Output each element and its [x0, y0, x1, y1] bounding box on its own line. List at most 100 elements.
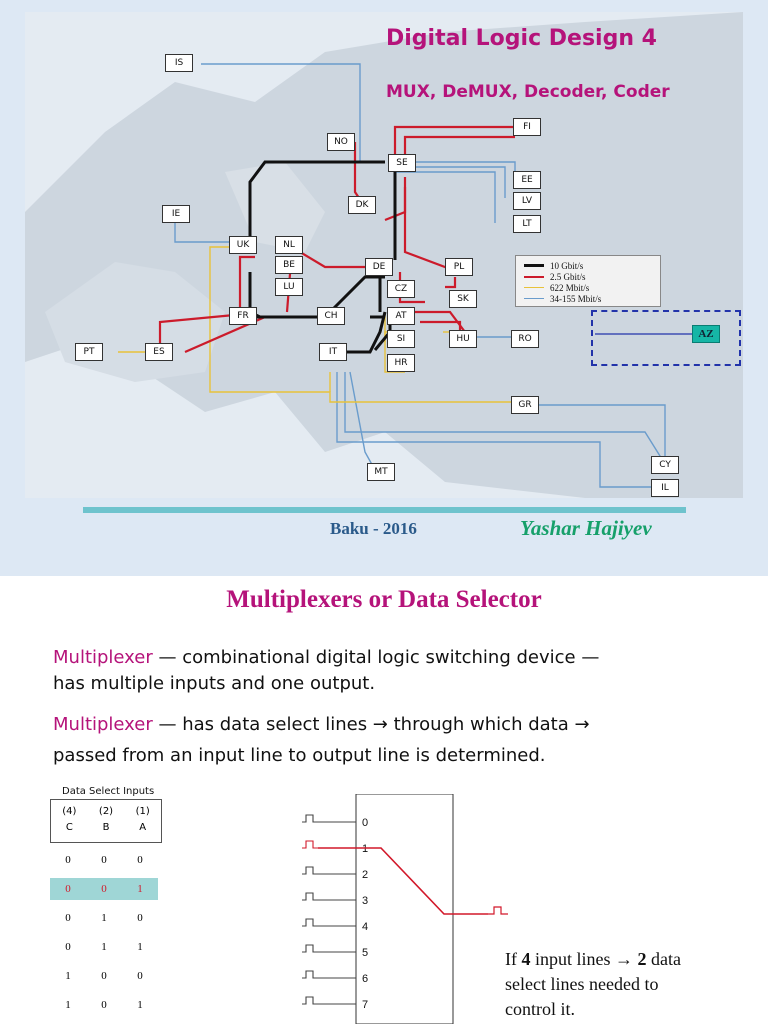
legend-label: 2.5 Gbit/s — [550, 271, 586, 282]
map-node: ES — [145, 343, 173, 361]
paragraph-2: Multiplexer — has data select lines → th… — [53, 709, 590, 771]
table-cell: 0 — [101, 883, 107, 895]
legend-swatch — [524, 275, 544, 278]
input-pulse-icon — [302, 918, 318, 927]
map-node: IS — [165, 54, 193, 72]
map-node: NO — [327, 133, 355, 151]
legend-label: 622 Mbit/s — [550, 282, 590, 293]
table-cell: 0 — [65, 854, 71, 866]
keyword: Multiplexer — [53, 647, 153, 668]
mux-diagram: 0 1 2 3 4 5 6 7 — [302, 794, 508, 1024]
input-label: 5 — [362, 947, 368, 959]
input-label: 2 — [362, 869, 368, 881]
legend-label: 34-155 Mbit/s — [550, 293, 602, 304]
header-b: (2)B — [98, 806, 114, 833]
input-pulse-icon — [302, 892, 318, 901]
input-pulse-icon — [302, 996, 318, 1005]
table-row: 1 0 1 — [50, 994, 158, 1016]
map-node: RO — [511, 330, 539, 348]
text: passed from an input line to output line… — [53, 745, 546, 766]
table-cell: 0 — [65, 883, 71, 895]
table-cell: 0 — [65, 912, 71, 924]
input-label: 3 — [362, 895, 368, 907]
input-label: 6 — [362, 973, 368, 985]
input-pulse-icon — [302, 970, 318, 979]
map-node: IL — [651, 479, 679, 497]
map-background — [25, 12, 743, 498]
mux-slide: Multiplexers or Data Selector Multiplexe… — [0, 576, 768, 1024]
map-node: NL — [275, 236, 303, 254]
map-node: MT — [367, 463, 395, 481]
note-text: If 4 input lines → 2 data select lines n… — [505, 949, 681, 1019]
input-label: 1 — [362, 843, 368, 855]
table-cell: 1 — [101, 941, 107, 953]
input-pulse-icon — [302, 944, 318, 953]
input-pulse-icon — [302, 840, 318, 849]
network-map: IS NO FI SE EE DK LV LT IE UK NL DE PL B… — [25, 12, 743, 498]
text: has multiple inputs and one output. — [53, 673, 376, 694]
map-node: UK — [229, 236, 257, 254]
footer-author: Yashar Hajiyev — [520, 516, 652, 540]
input-label: 0 — [362, 817, 368, 829]
map-node: IE — [162, 205, 190, 223]
table-cell: 0 — [101, 999, 107, 1011]
map-node: SK — [449, 290, 477, 308]
map-node: CY — [651, 456, 679, 474]
map-node-az: AZ — [692, 325, 720, 343]
az-highlight-box — [591, 310, 741, 366]
legend-label: 10 Gbit/s — [550, 260, 584, 271]
input-pulse-icon — [302, 814, 318, 823]
map-node: IT — [319, 343, 347, 361]
map-node: DE — [365, 258, 393, 276]
paragraph-1: Multiplexer — combinational digital logi… — [53, 645, 599, 697]
map-node: CH — [317, 307, 345, 325]
text: — combinational digital logic switching … — [152, 647, 600, 668]
title-slide: IS NO FI SE EE DK LV LT IE UK NL DE PL B… — [0, 0, 768, 576]
table-cell: 0 — [101, 970, 107, 982]
table-row: 0 0 0 — [50, 849, 158, 871]
map-node: HR — [387, 354, 415, 372]
table-cell: 0 — [137, 854, 143, 866]
map-node: GR — [511, 396, 539, 414]
table-cell: 0 — [101, 854, 107, 866]
map-node: FI — [513, 118, 541, 136]
footer-city-year: Baku - 2016 — [330, 519, 417, 538]
map-node: PT — [75, 343, 103, 361]
map-node: FR — [229, 307, 257, 325]
slide-title: Multiplexers or Data Selector — [226, 586, 542, 613]
header-a: (1)A — [135, 806, 150, 833]
text: — has data select lines → through which … — [152, 714, 590, 735]
input-label: 4 — [362, 921, 368, 933]
input-label: 7 — [362, 999, 368, 1011]
output-pulse-icon — [488, 906, 508, 915]
map-node: AT — [387, 307, 415, 325]
map-node: CZ — [387, 280, 415, 298]
map-node: LU — [275, 278, 303, 296]
table-row: 0 0 1 — [50, 878, 158, 900]
map-legend: 10 Gbit/s 2.5 Gbit/s 622 Mbit/s 34-155 M… — [515, 255, 661, 307]
map-node: LT — [513, 215, 541, 233]
table-cell: 1 — [137, 883, 143, 895]
divider — [83, 507, 686, 513]
input-pulse-icon — [302, 866, 318, 875]
table-caption: Data Select Inputs — [62, 786, 155, 797]
map-node: LV — [513, 192, 541, 210]
mux-block — [355, 794, 454, 1024]
table-header: (4)C (2)B (1)A — [50, 799, 162, 843]
table-cell: 1 — [65, 999, 71, 1011]
map-node: EE — [513, 171, 541, 189]
legend-swatch — [524, 298, 544, 299]
map-node: DK — [348, 196, 376, 214]
table-cell: 1 — [137, 999, 143, 1011]
selected-path — [356, 847, 488, 915]
table-cell: 0 — [137, 912, 143, 924]
map-node: BE — [275, 256, 303, 274]
slide-subtitle: MUX, DeMUX, Decoder, Coder — [386, 82, 670, 102]
map-node: PL — [445, 258, 473, 276]
table-cell: 1 — [137, 941, 143, 953]
legend-swatch — [524, 264, 544, 267]
